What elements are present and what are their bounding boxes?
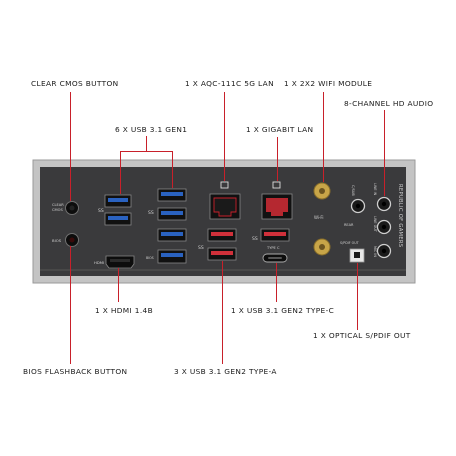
callout-line-clear-cmos (70, 92, 72, 201)
usb-type-c-port[interactable] (262, 253, 288, 263)
clear-cmos-button[interactable] (65, 201, 79, 215)
line-in-text: LINE IN (373, 183, 377, 196)
type-c-text: TYPE C (266, 246, 280, 250)
csub-text: C/SUB (351, 185, 355, 196)
usb-gen1-port[interactable] (157, 249, 187, 264)
callout-line-type-c (276, 263, 278, 302)
usb-gen1-port[interactable] (157, 207, 187, 221)
usb-gen2-port[interactable] (207, 228, 237, 242)
label-bios-flashback: BIOS FLASHBACK BUTTON (23, 367, 128, 376)
usb-gen1-port[interactable] (104, 194, 132, 208)
label-hd-audio: 8-CHANNEL HD AUDIO (344, 99, 434, 108)
audio-jack-csub[interactable] (350, 198, 366, 214)
label-hdmi: 1 X HDMI 1.4B (95, 306, 153, 315)
wifi-antenna-connector[interactable] (313, 238, 331, 256)
rear-text: REAR (344, 223, 354, 227)
label-wifi-module: 1 X 2X2 WIFI MODULE (284, 79, 373, 88)
gigabit-lan-port[interactable] (261, 193, 293, 220)
lan-icon (272, 181, 281, 189)
lan-5g-icon (220, 181, 229, 189)
callout-line-usb-gen1-h (120, 151, 173, 153)
label-clear-cmos: CLEAR CMOS BUTTON (31, 79, 119, 88)
callout-line-bios (70, 246, 72, 364)
label-type-a: 3 X USB 3.1 GEN2 TYPE-A (174, 367, 277, 376)
optical-spdif-port[interactable] (349, 248, 365, 263)
ss-logo-2: SS (148, 210, 154, 216)
spdif-text: S/PDIF OUT (340, 241, 360, 245)
callout-line-optical (357, 263, 359, 330)
wifi-text: Wi-Fi (314, 215, 324, 220)
ss-logo-3: SS (198, 245, 204, 251)
callout-line-type-a (222, 261, 224, 364)
clear-text: CLEAR (52, 203, 64, 207)
usb-gen2-port[interactable] (260, 228, 290, 242)
callout-line-audio (384, 110, 386, 196)
callout-line-gigabit (277, 137, 279, 181)
brand-text: REPUBLIC OF GAMERS (397, 184, 403, 247)
audio-jack-line-out[interactable] (376, 219, 392, 235)
bios-text: BIOS (52, 238, 62, 243)
ss-logo-4: SS (252, 236, 258, 242)
aqc-5g-lan-port[interactable] (209, 193, 241, 220)
audio-jack-mic-in[interactable] (376, 243, 392, 259)
label-gigabit-lan: 1 X GIGABIT LAN (246, 125, 314, 134)
bios-flashback-button[interactable] (65, 233, 79, 247)
usb-gen1-port[interactable] (157, 188, 187, 202)
callout-line-usb-gen1-up (146, 136, 148, 151)
label-optical: 1 X OPTICAL S/PDIF OUT (313, 331, 411, 340)
cmos-text: CMOS (52, 208, 63, 212)
wifi-antenna-connector[interactable] (313, 182, 331, 200)
label-aqc-lan: 1 X AQC-111C 5G LAN (185, 79, 274, 88)
ss-logo-1: SS (98, 208, 104, 214)
usb-gen2-port[interactable] (207, 247, 237, 261)
hdmi-text: HDMI (94, 260, 104, 265)
callout-line-aqc-lan (224, 92, 226, 181)
hdmi-port[interactable] (105, 255, 135, 269)
usb-gen1-port[interactable] (104, 212, 132, 226)
bios-sticker-text: BIOS (146, 256, 154, 260)
usb-gen1-port[interactable] (157, 228, 187, 242)
label-type-c: 1 X USB 3.1 GEN2 TYPE-C (231, 306, 335, 315)
callout-line-usb-gen1-r (172, 151, 174, 188)
callout-line-hdmi (118, 268, 120, 302)
label-usb-gen1: 6 X USB 3.1 GEN1 (115, 125, 188, 134)
line-out-text: LINE OUT (373, 216, 377, 233)
callout-line-usb-gen1-l (120, 151, 122, 194)
audio-jack-line-in[interactable] (376, 196, 392, 212)
callout-line-wifi (323, 92, 325, 182)
mic-in-text: MIC IN (373, 246, 377, 257)
